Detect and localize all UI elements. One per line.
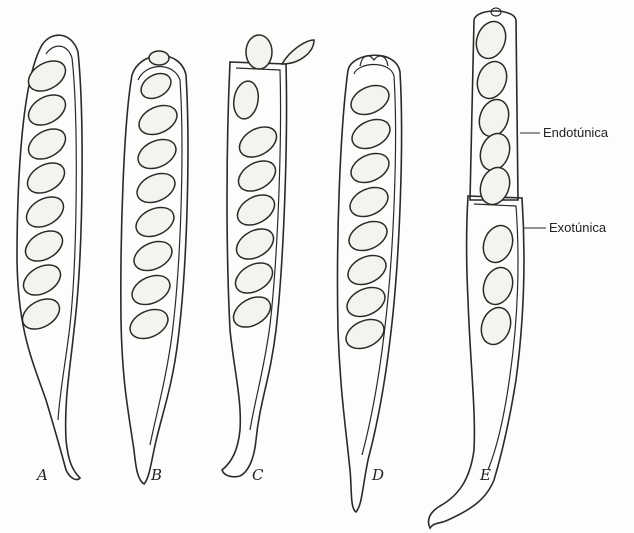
label-d: D xyxy=(372,466,384,484)
label-b: B xyxy=(151,466,162,484)
ascus-d xyxy=(337,55,401,512)
label-e: E xyxy=(480,466,491,484)
ascus-e xyxy=(428,8,524,528)
ascus-c xyxy=(222,35,314,477)
lid xyxy=(282,40,314,64)
apical-ring xyxy=(149,51,169,65)
ascus-a xyxy=(17,35,82,479)
label-c: C xyxy=(252,466,263,484)
ascus-b xyxy=(121,51,188,484)
endotunica-label: Endotúnica xyxy=(543,125,608,140)
label-a: A xyxy=(37,466,48,484)
operculum xyxy=(246,35,272,69)
exotunica-label: Exotúnica xyxy=(549,220,606,235)
